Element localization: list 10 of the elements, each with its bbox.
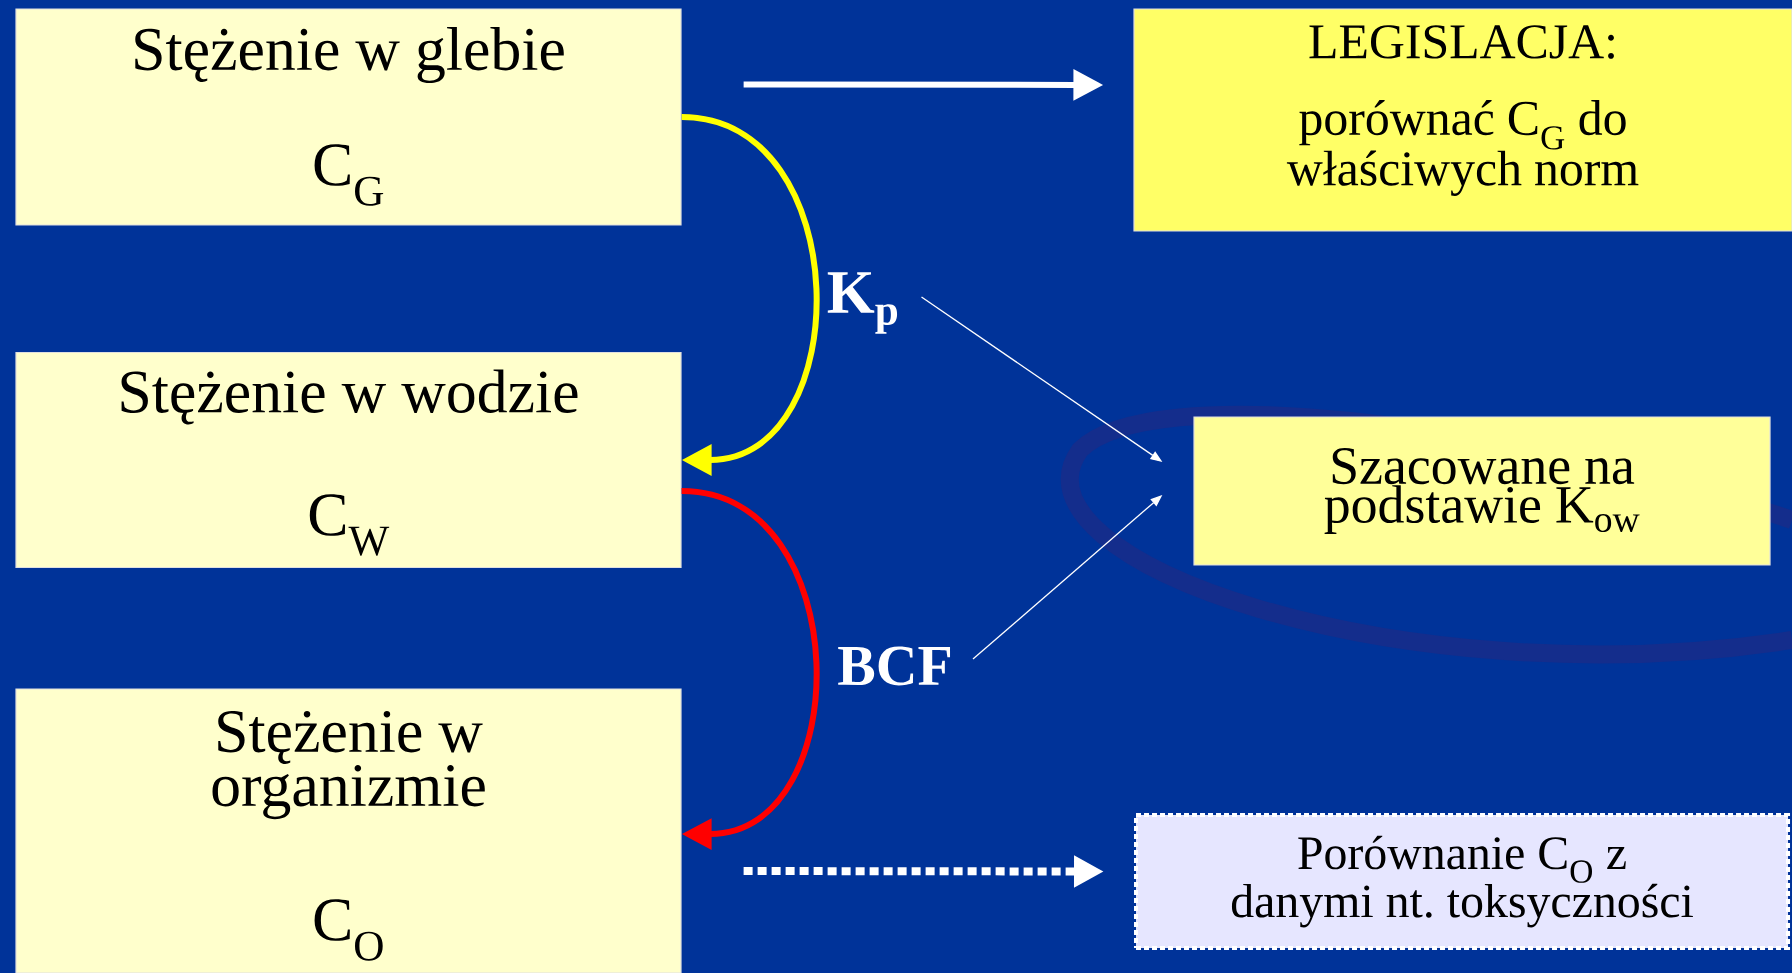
text-box: Stężenie w glebie C$_{G}$ <box>15 8 682 226</box>
arrow <box>681 488 820 850</box>
text-box: Szacowane na podstawie K$_{ow}$ <box>1193 416 1771 566</box>
text-box: Stężenie w wodzie C$_{W}$ <box>15 351 682 569</box>
symbol-label: BCF <box>838 646 950 686</box>
text-box: LEGISLACJA: porównać C$_{G}$ do właściwych norm <box>1133 8 1792 232</box>
text-box: Stężenie w organizmie C$_{O}$ <box>15 688 682 973</box>
dashed-box: Porównanie C$_{O}$ z danymi nt. toksyczności <box>1134 813 1791 950</box>
arrow <box>681 114 820 476</box>
symbol-label: K$_{p}$ <box>827 272 898 334</box>
